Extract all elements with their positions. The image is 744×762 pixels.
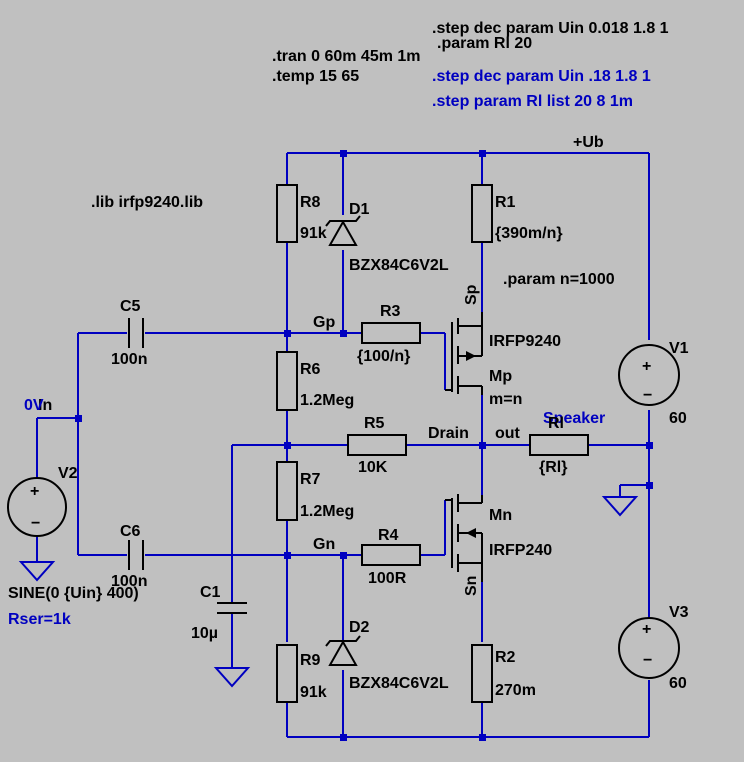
r1-name: R1 (495, 194, 516, 211)
r1-value: {390m/n} (495, 225, 563, 242)
net-label-in: In (38, 397, 52, 414)
net-label-out: out (495, 425, 521, 442)
r4-value: 100R (368, 570, 407, 587)
c5-symbol[interactable] (128, 318, 144, 348)
c1-symbol[interactable] (217, 602, 247, 614)
ground-icon-c1 (213, 667, 251, 688)
directive-lib: .lib irfp9240.lib (91, 194, 203, 211)
r3-name: R3 (380, 303, 401, 320)
d1-name: D1 (349, 201, 370, 218)
mp-model: IRFP9240 (489, 333, 561, 350)
directive-param-rl: .param Rl 20 (437, 35, 532, 52)
r9-body[interactable] (276, 644, 298, 703)
net-label-speaker: Speaker (543, 410, 605, 427)
ground-icon-speaker (601, 496, 639, 517)
c6-name: C6 (120, 523, 141, 540)
v3-name: V3 (669, 604, 689, 621)
c6-symbol[interactable] (128, 540, 144, 570)
v2-plus-sign: + (30, 483, 39, 500)
c5-value: 100n (111, 351, 147, 368)
mn-model: IRFP240 (489, 542, 552, 559)
r6-value: 1.2Meg (300, 392, 354, 409)
c5-name: C5 (120, 298, 141, 315)
r9-name: R9 (300, 652, 321, 669)
r5-name: R5 (364, 415, 385, 432)
net-label-ub: +Ub (573, 134, 604, 151)
rl-body[interactable] (529, 434, 589, 456)
ground-icon-v2 (18, 555, 56, 582)
v1-minus-sign: − (643, 387, 652, 404)
r8-name: R8 (300, 194, 321, 211)
mn-mosfet-icon[interactable] (445, 494, 483, 582)
directive-step-rl: .step param Rl list 20 8 1m (432, 93, 633, 110)
r5-value: 10K (358, 459, 388, 476)
rl-name: Rl (548, 415, 564, 432)
c1-name: C1 (200, 584, 221, 601)
v1-plus-sign: + (642, 358, 651, 375)
directive-tran: .tran 0 60m 45m 1m (272, 48, 421, 65)
mp-param: m=n (489, 391, 522, 408)
mn-name: Mn (489, 507, 512, 524)
r6-name: R6 (300, 361, 321, 378)
r2-body[interactable] (471, 644, 493, 703)
r1-body[interactable] (471, 184, 493, 243)
r7-body[interactable] (276, 461, 298, 521)
d2-name: D2 (349, 619, 370, 636)
v1-value: 60 (669, 410, 687, 427)
c1-value: 10µ (191, 625, 218, 642)
v3-plus-sign: + (642, 621, 651, 638)
v2-source-icon[interactable] (7, 477, 67, 537)
v2-minus-sign: − (31, 515, 40, 532)
directive-param-n: .param n=1000 (503, 271, 615, 288)
net-label-drain: Drain (428, 425, 469, 442)
net-label-sn: Sn (463, 576, 480, 596)
r8-value: 91k (300, 225, 327, 242)
directive-temp: .temp 15 65 (272, 68, 359, 85)
c6-value: 100n (111, 573, 147, 590)
r7-name: R7 (300, 471, 321, 488)
directive-step-uin-1: .step dec param Uin 0.018 1.8 1 (432, 20, 669, 37)
v2-value: SINE(0 {Uin} 400) (8, 585, 139, 602)
v3-source-icon[interactable] (618, 617, 680, 679)
junction-dots (75, 150, 653, 741)
r6-body[interactable] (276, 351, 298, 411)
rl-value: {Rl} (539, 459, 567, 476)
v1-source-icon[interactable] (618, 344, 680, 406)
r3-body[interactable] (361, 322, 421, 344)
r4-name: R4 (378, 527, 399, 544)
v2-rser: Rser=1k (8, 611, 71, 628)
mp-name: Mp (489, 368, 512, 385)
v1-name: V1 (669, 340, 689, 357)
directive-step-uin-2: .step dec param Uin .18 1.8 1 (432, 68, 651, 85)
r5-body[interactable] (347, 434, 407, 456)
r2-name: R2 (495, 649, 516, 666)
net-label-gp: Gp (313, 314, 335, 331)
r9-value: 91k (300, 684, 327, 701)
d2-value: BZX84C6V2L (349, 675, 449, 692)
r7-value: 1.2Meg (300, 503, 354, 520)
r3-value: {100/n} (357, 348, 410, 365)
r4-body[interactable] (361, 544, 421, 566)
mp-mosfet-icon[interactable] (445, 312, 483, 395)
net-label-gn: Gn (313, 536, 335, 553)
v3-minus-sign: − (643, 652, 652, 669)
net-label-0v: 0V (24, 397, 44, 414)
v3-value: 60 (669, 675, 687, 692)
d1-value: BZX84C6V2L (349, 257, 449, 274)
r2-value: 270m (495, 682, 536, 699)
d1-zener-icon[interactable] (325, 215, 361, 246)
net-label-sp: Sp (463, 284, 480, 305)
d2-zener-icon[interactable] (325, 635, 361, 666)
v2-name: V2 (58, 465, 78, 482)
r8-body[interactable] (276, 184, 298, 243)
